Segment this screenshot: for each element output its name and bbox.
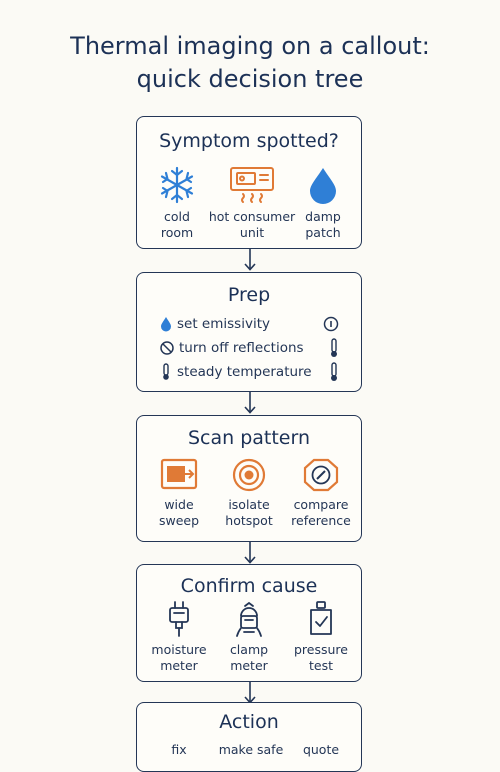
confirm-item-clamp-meter: clamp meter [213,600,285,674]
symptom-label: damp patch [305,209,341,240]
scan-item-wide-sweep: wide sweep [143,457,215,529]
info-icon [323,316,339,332]
action-item-make-safe: make safe [218,742,284,757]
prep-node: Prep set emissivity turn off reflections… [136,272,362,392]
flow-arrow [244,682,256,704]
no-reflection-icon [160,341,174,355]
action-node: Action fix make safe quote [136,702,362,772]
pressure-test-icon [310,601,332,635]
prep-title: Prep [227,284,271,306]
symptom-label: hot consumer unit [208,209,296,240]
confirm-title: Confirm cause [180,575,318,597]
prep-item-emissivity: set emissivity [159,313,339,335]
symptom-node: Symptom spotted? cold room [136,116,362,249]
consumer-unit-icon [230,167,274,203]
thermometer-icon [163,363,169,380]
scan-label: compare reference [291,497,351,528]
confirm-item-moisture-meter: moisture meter [143,600,215,674]
symptom-item-cold-room: cold room [145,165,209,241]
diagram-title: Thermal imaging on a callout: quick deci… [0,30,500,96]
drop-icon [161,317,171,332]
symptom-label: cold room [160,209,194,240]
action-item-quote: quote [302,742,340,757]
clamp-meter-icon [236,601,262,637]
scan-item-isolate-hotspot: isolate hotspot [213,457,285,529]
thermometer-icon [331,338,337,357]
flow-arrow [244,542,256,564]
water-drop-icon [310,168,336,204]
title-line-2: quick decision tree [136,65,364,93]
moisture-meter-icon [169,601,189,637]
prep-item-temperature: steady temperature [159,361,339,383]
confirm-item-pressure-test: pressure test [283,600,359,674]
flow-arrow [244,392,256,414]
title-line-1: Thermal imaging on a callout: [70,32,430,60]
scan-label: isolate hotspot [225,497,273,528]
confirm-node: Confirm cause moisture meter [136,564,362,682]
scan-label: wide sweep [158,497,200,528]
confirm-label: clamp meter [229,642,269,673]
scan-title: Scan pattern [187,427,311,449]
symptom-item-damp-patch: damp patch [291,165,355,241]
compass-icon [303,458,339,492]
target-icon [232,458,266,492]
action-title: Action [219,711,279,733]
scan-node: Scan pattern wide sweep isolate hotspot [136,415,362,542]
action-item-fix: fix [171,742,187,757]
snowflake-icon [160,166,194,204]
symptom-title: Symptom spotted? [159,130,339,152]
flow-arrow [244,249,256,271]
scan-item-compare-reference: compare reference [283,457,359,529]
symptom-item-consumer-unit: hot consumer unit [207,165,297,241]
sweep-icon [160,458,198,490]
confirm-label: pressure test [294,642,348,673]
confirm-label: moisture meter [151,642,207,673]
thermometer-icon [331,362,337,381]
prep-item-reflections: turn off reflections [159,337,339,359]
